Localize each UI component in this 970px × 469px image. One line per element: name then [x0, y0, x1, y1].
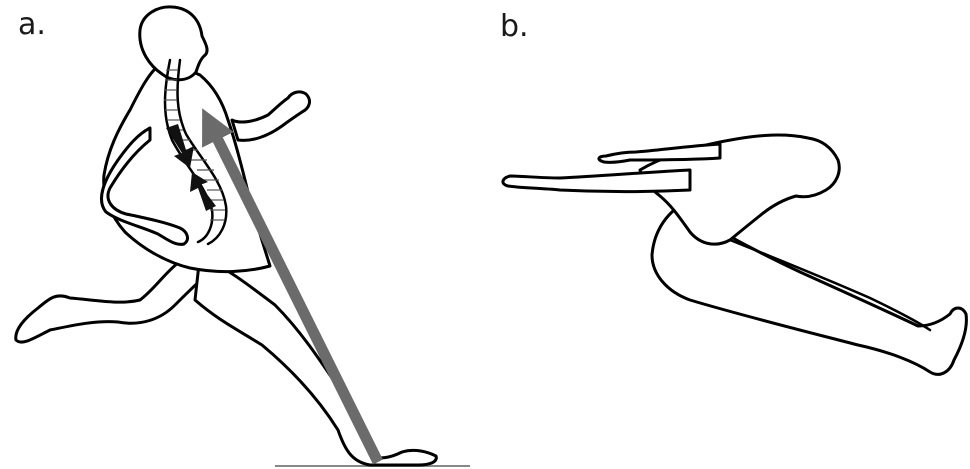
panel-b-label: b.	[500, 9, 529, 44]
runner-head	[140, 7, 207, 80]
jumper-upper-arm	[599, 144, 720, 162]
jumper-lower-arm	[503, 170, 690, 192]
runner-front-leg	[195, 255, 436, 465]
panel-a: a.	[16, 7, 470, 466]
runner-front-arm	[232, 92, 309, 140]
panel-a-label: a.	[18, 7, 46, 42]
panel-b: b.	[500, 9, 966, 374]
